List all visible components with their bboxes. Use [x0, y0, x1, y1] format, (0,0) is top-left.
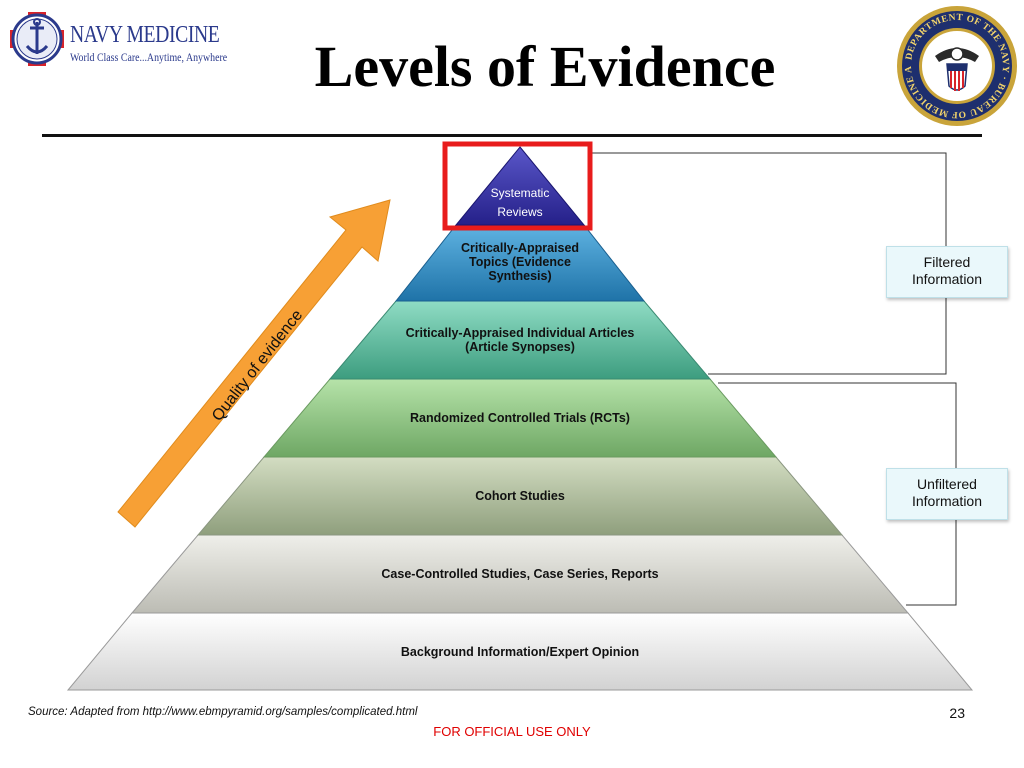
logo-tagline: World Class Care...Anytime, Anywhere: [70, 52, 228, 64]
anchor-icon: [25, 22, 49, 54]
slide-number: 23: [949, 705, 965, 721]
tier-label-rcts: Randomized Controlled Trials (RCTs): [410, 411, 630, 425]
tier-label-background-information: Background Information/Expert Opinion: [400, 645, 640, 659]
unfiltered-line-2: Information: [911, 493, 983, 509]
logo-wordmark: NAVY MEDICINE: [70, 22, 220, 48]
quality-arrow-icon: [117, 199, 391, 528]
highlight-box: [442, 141, 593, 231]
filtered-line-2: Information: [911, 271, 983, 287]
title-divider: [42, 134, 982, 137]
tier-label-critically-appraised-topics: Critically-Appraised Topics (Evidence Sy…: [460, 241, 580, 283]
navy-bumed-seal-icon: DEPARTMENT OF THE NAVY · BUREAU OF MEDIC…: [895, 4, 1017, 126]
tier-label-systematic-reviews: Systematic Reviews: [490, 186, 550, 219]
source-citation: Source: Adapted from http://www.ebmpyram…: [28, 706, 418, 718]
tier-label-individual-articles: Critically-Appraised Individual Articles…: [405, 326, 635, 354]
pyramid-tier-1: [454, 146, 586, 226]
classification-banner: FOR OFFICIAL USE ONLY: [433, 724, 591, 739]
page-title: Levels of Evidence: [314, 34, 776, 99]
navy-medicine-logo: [6, 8, 216, 72]
tier-label-cohort-studies: Cohort Studies: [475, 489, 565, 503]
unfiltered-information-box: Unfiltered Information: [886, 468, 1008, 520]
tier-label-case-controlled: Case-Controlled Studies, Case Series, Re…: [381, 567, 659, 581]
filtered-information-box: Filtered Information: [886, 246, 1008, 298]
unfiltered-line-1: Unfiltered: [917, 476, 977, 492]
filtered-line-1: Filtered: [923, 254, 971, 270]
